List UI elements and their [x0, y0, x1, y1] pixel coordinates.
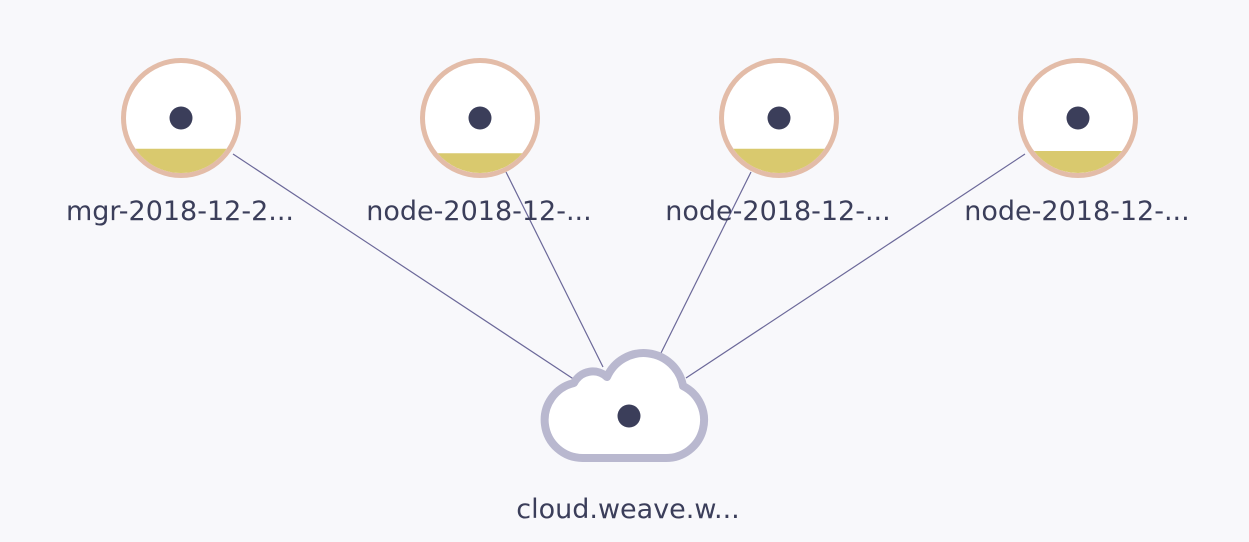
edge-host-0-cloud	[232, 153, 576, 381]
host-node-1[interactable]	[420, 58, 540, 178]
edge-layer	[232, 153, 1026, 381]
edge-host-3-cloud	[685, 153, 1026, 379]
cpu-metric-fill	[733, 148, 825, 173]
host-label-node-3[interactable]: node-2018-12-...	[964, 196, 1190, 227]
host-node-icon	[767, 106, 791, 130]
host-label-mgr[interactable]: mgr-2018-12-2...	[65, 196, 295, 227]
cloud-label[interactable]: cloud.weave.w...	[516, 494, 740, 525]
cloud-node[interactable]	[540, 349, 709, 463]
host-node-3[interactable]	[1018, 58, 1138, 178]
cpu-metric-fill	[135, 148, 227, 173]
host-label-node-1[interactable]: node-2018-12-...	[366, 196, 592, 227]
host-node-icon	[468, 106, 492, 130]
host-node-2[interactable]	[719, 58, 839, 178]
edge-host-2-cloud	[660, 171, 752, 354]
edge-host-1-cloud	[505, 171, 604, 368]
cpu-metric-fill	[1034, 151, 1122, 173]
cloud-node-dot	[617, 404, 641, 428]
host-label-node-2[interactable]: node-2018-12-...	[665, 196, 891, 227]
host-node-icon	[1066, 106, 1090, 130]
host-node-0[interactable]	[121, 58, 241, 178]
host-node-icon	[169, 106, 193, 130]
cpu-metric-fill	[437, 153, 523, 173]
